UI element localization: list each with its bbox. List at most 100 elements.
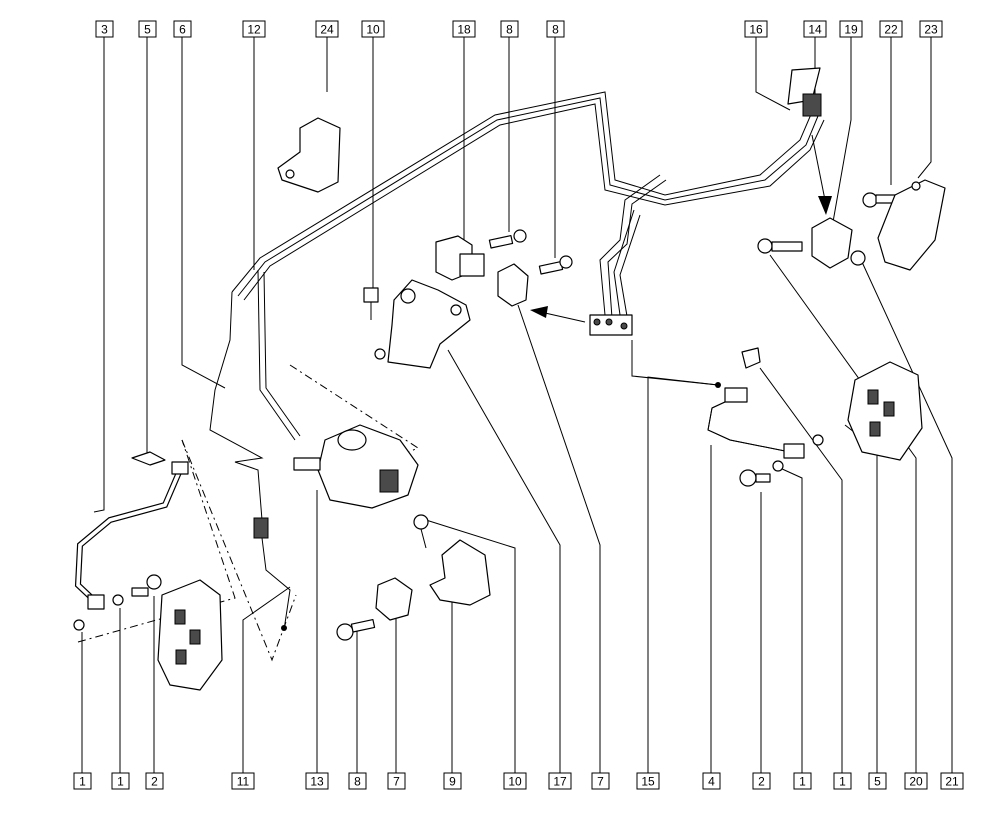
callout-label: 15 bbox=[641, 775, 655, 789]
callout-label: 8 bbox=[354, 775, 361, 789]
washer-1-right bbox=[772, 434, 824, 472]
callout-24-top: 24 bbox=[315, 20, 339, 38]
callout-label: 12 bbox=[247, 23, 261, 37]
bolt-10-top bbox=[363, 287, 379, 320]
callout-label: 8 bbox=[506, 23, 513, 37]
callout-label: 19 bbox=[844, 23, 858, 37]
callout-2a-bottom: 2 bbox=[145, 772, 164, 790]
callout-22-top: 22 bbox=[879, 20, 903, 38]
callout-23-top: 23 bbox=[919, 20, 943, 38]
callout-label: 13 bbox=[310, 775, 324, 789]
callout-label: 2 bbox=[758, 775, 765, 789]
bolt-2-left bbox=[131, 574, 162, 597]
bolt-8-lower bbox=[336, 618, 376, 641]
callout-label: 24 bbox=[320, 23, 334, 37]
callout-7a-bottom: 7 bbox=[387, 772, 406, 790]
callout-8b-top: 8 bbox=[546, 20, 565, 38]
master-cylinder-13 bbox=[293, 424, 419, 509]
callout-label: 10 bbox=[508, 775, 522, 789]
bolt-10-bottom bbox=[413, 514, 429, 549]
hose-3-left bbox=[74, 461, 189, 610]
callout-6-top: 6 bbox=[173, 20, 192, 38]
callout-label: 7 bbox=[393, 775, 400, 789]
union-18 bbox=[435, 235, 485, 281]
bracket-17 bbox=[374, 279, 471, 369]
callout-4-bottom: 4 bbox=[702, 772, 721, 790]
callout-label: 21 bbox=[945, 775, 959, 789]
washer-1-left bbox=[73, 594, 124, 631]
callout-13-bottom: 13 bbox=[305, 772, 329, 790]
callout-label: 1 bbox=[799, 775, 806, 789]
bolt-8b bbox=[538, 255, 573, 275]
callout-21-bottom: 21 bbox=[940, 772, 964, 790]
connector-14 bbox=[787, 67, 832, 215]
callout-label: 8 bbox=[552, 23, 559, 37]
clip-7-lower bbox=[375, 577, 413, 621]
callout-16-top: 16 bbox=[744, 20, 768, 38]
body-outline bbox=[77, 291, 420, 662]
callout-19-top: 19 bbox=[839, 20, 863, 38]
bracket-23 bbox=[877, 179, 946, 271]
callout-15-bottom: 15 bbox=[636, 772, 660, 790]
washer-21 bbox=[850, 250, 866, 266]
callout-label: 18 bbox=[457, 23, 471, 37]
callout-2b-bottom: 2 bbox=[752, 772, 771, 790]
callout-label: 16 bbox=[749, 23, 763, 37]
brake-pipes bbox=[231, 91, 825, 441]
callout-3-top: 3 bbox=[95, 20, 114, 38]
bolt-8a bbox=[488, 229, 527, 249]
bolt-20 bbox=[757, 238, 803, 254]
bracket-9 bbox=[429, 539, 491, 606]
callout-8a-top: 8 bbox=[500, 20, 519, 38]
callout-label: 4 bbox=[708, 775, 715, 789]
clip-5-right bbox=[741, 347, 761, 369]
arrow-left bbox=[530, 306, 586, 323]
callout-1c-bottom: 1 bbox=[793, 772, 812, 790]
callout-5-bottom: 5 bbox=[868, 772, 887, 790]
callout-11-bottom: 11 bbox=[231, 772, 255, 790]
callout-label: 23 bbox=[924, 23, 938, 37]
block-19 bbox=[811, 217, 853, 269]
callout-label: 1 bbox=[839, 775, 846, 789]
callout-label: 1 bbox=[117, 775, 124, 789]
callout-label: 22 bbox=[884, 23, 898, 37]
valve-15 bbox=[589, 314, 721, 388]
callout-label: 7 bbox=[597, 775, 604, 789]
callout-9-bottom: 9 bbox=[443, 772, 462, 790]
callout-12-top: 12 bbox=[242, 20, 266, 38]
callout-label: 5 bbox=[144, 23, 151, 37]
callout-label: 6 bbox=[179, 23, 186, 37]
callout-14-top: 14 bbox=[803, 20, 827, 38]
callout-5-top: 5 bbox=[138, 20, 157, 38]
callout-1d-bottom: 1 bbox=[833, 772, 852, 790]
bolt-2-right bbox=[739, 469, 771, 487]
callout-label: 20 bbox=[909, 775, 923, 789]
callout-1a-bottom: 1 bbox=[73, 772, 92, 790]
clip-5-left bbox=[131, 451, 166, 466]
callout-10-top: 10 bbox=[361, 20, 385, 38]
bracket-24 bbox=[277, 117, 341, 193]
clip-7-upper bbox=[497, 263, 529, 307]
callout-label: 1 bbox=[79, 775, 86, 789]
callout-1b-bottom: 1 bbox=[111, 772, 130, 790]
callout-label: 11 bbox=[237, 775, 250, 789]
junction-11 bbox=[253, 517, 291, 631]
caliper-right bbox=[847, 361, 923, 461]
callout-label: 9 bbox=[449, 775, 456, 789]
callout-label: 3 bbox=[101, 23, 108, 37]
callout-label: 17 bbox=[553, 775, 567, 789]
callout-20-bottom: 20 bbox=[904, 772, 928, 790]
callout-7b-bottom: 7 bbox=[591, 772, 610, 790]
callout-18-top: 18 bbox=[452, 20, 476, 38]
hose-4-right bbox=[707, 387, 805, 459]
caliper-left bbox=[157, 579, 223, 691]
bolt-22 bbox=[862, 192, 899, 208]
callout-label: 10 bbox=[366, 23, 380, 37]
callout-label: 14 bbox=[808, 23, 822, 37]
callout-10-bottom: 10 bbox=[503, 772, 527, 790]
callout-label: 5 bbox=[874, 775, 881, 789]
callout-17-bottom: 17 bbox=[548, 772, 572, 790]
callout-label: 2 bbox=[151, 775, 158, 789]
callout-8-bottom: 8 bbox=[348, 772, 367, 790]
